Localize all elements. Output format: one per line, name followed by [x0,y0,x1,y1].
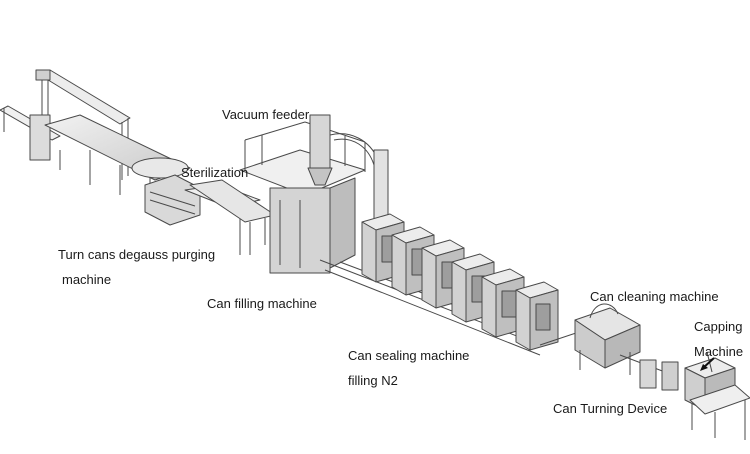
label-capping-line2: Machine [694,344,744,359]
depalletizer-gantry [0,69,131,180]
label-can-sealing-line1: Can sealing machine [348,348,470,363]
label-can-cleaning: Can cleaning machine [590,289,719,304]
label-can-turning: Can Turning Device [553,401,668,416]
can-turning-device [619,354,679,391]
label-can-filling: Can filling machine [207,296,317,311]
capping-machine [684,351,750,440]
can-cleaning-machine [539,303,641,375]
label-turn-cans-line1: Turn cans degauss purging [58,247,216,262]
sterilization-conveyor [189,179,276,255]
label-can-sealing-line2: filling N2 [348,373,398,388]
can-sealing-machines [361,213,559,351]
label-vacuum-feeder: Vacuum feeder [222,107,310,122]
can-filling-machine [239,121,366,274]
sealing-unit [515,281,559,351]
label-sterilization: Sterilization [181,165,249,180]
label-capping-line1: Capping [694,319,743,334]
infeed-conveyor [44,114,191,210]
capping-arrow-head [700,364,708,371]
label-turn-cans-line2: machine [62,272,112,287]
